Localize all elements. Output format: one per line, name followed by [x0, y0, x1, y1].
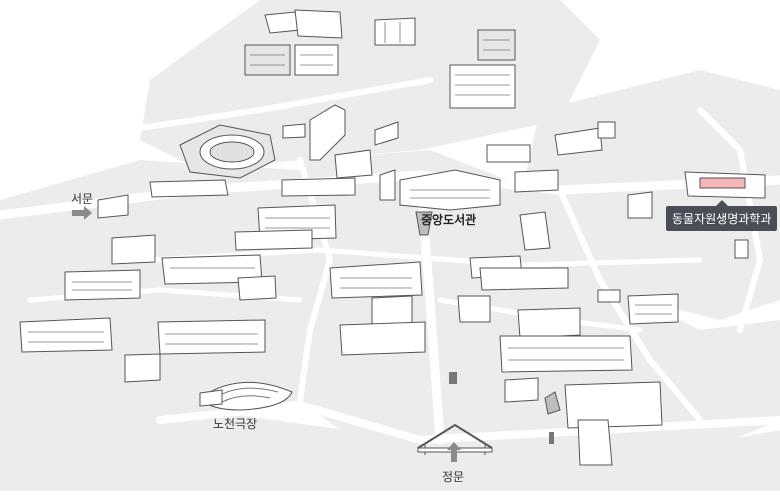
building-center — [329, 261, 426, 356]
building-top-left-cluster — [244, 9, 343, 76]
label-west-gate[interactable]: 서문 — [71, 192, 94, 206]
building-center-left — [281, 104, 373, 197]
label-open-theater[interactable]: 노천극장 — [213, 417, 258, 431]
arrow-icon — [72, 206, 461, 462]
building-lower-right — [499, 335, 663, 466]
building-center-right — [457, 211, 679, 339]
building-central-library — [374, 121, 501, 236]
label-central-library[interactable]: 중앙도서관 — [421, 213, 477, 227]
building-upper-right — [486, 121, 616, 193]
label-main-gate[interactable]: 정문 — [442, 470, 465, 484]
building-open-theater — [199, 381, 293, 411]
building-top-right-cluster — [449, 29, 516, 109]
highlight-callout[interactable]: 동물자원생명과학과 — [666, 200, 778, 231]
building-center-rows — [124, 204, 337, 383]
building-top-center — [374, 17, 416, 46]
building-highlighted-department — [627, 171, 766, 259]
building-west-gate-area — [19, 194, 156, 353]
map-marker-icon — [449, 372, 554, 444]
building-stadium — [149, 124, 276, 198]
